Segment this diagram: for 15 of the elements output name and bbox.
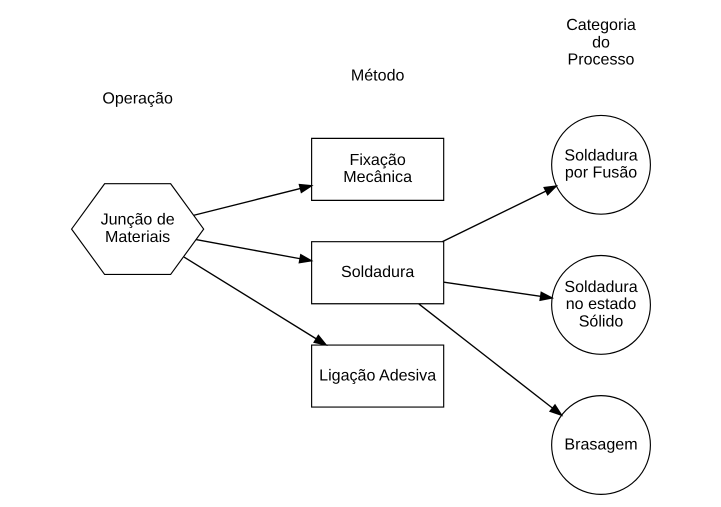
node-box: Fixação Mecânica [310,138,444,201]
arrow [442,185,558,242]
node-box: Soldadura [310,241,444,304]
arrow [443,282,554,302]
arrow [195,238,313,264]
node-circle: Soldadura por Fusão [550,114,650,215]
label: Operação [102,90,172,108]
arrow [418,303,563,416]
arrow [193,184,314,216]
node-circle: Brasagem [550,395,650,495]
arrow [183,256,328,346]
label: Método [350,66,404,85]
node-box: Ligação Adesiva [310,344,444,408]
label: Categoria do Processo [566,16,636,69]
node-circle: Soldadura no estado Sólido [550,254,650,355]
